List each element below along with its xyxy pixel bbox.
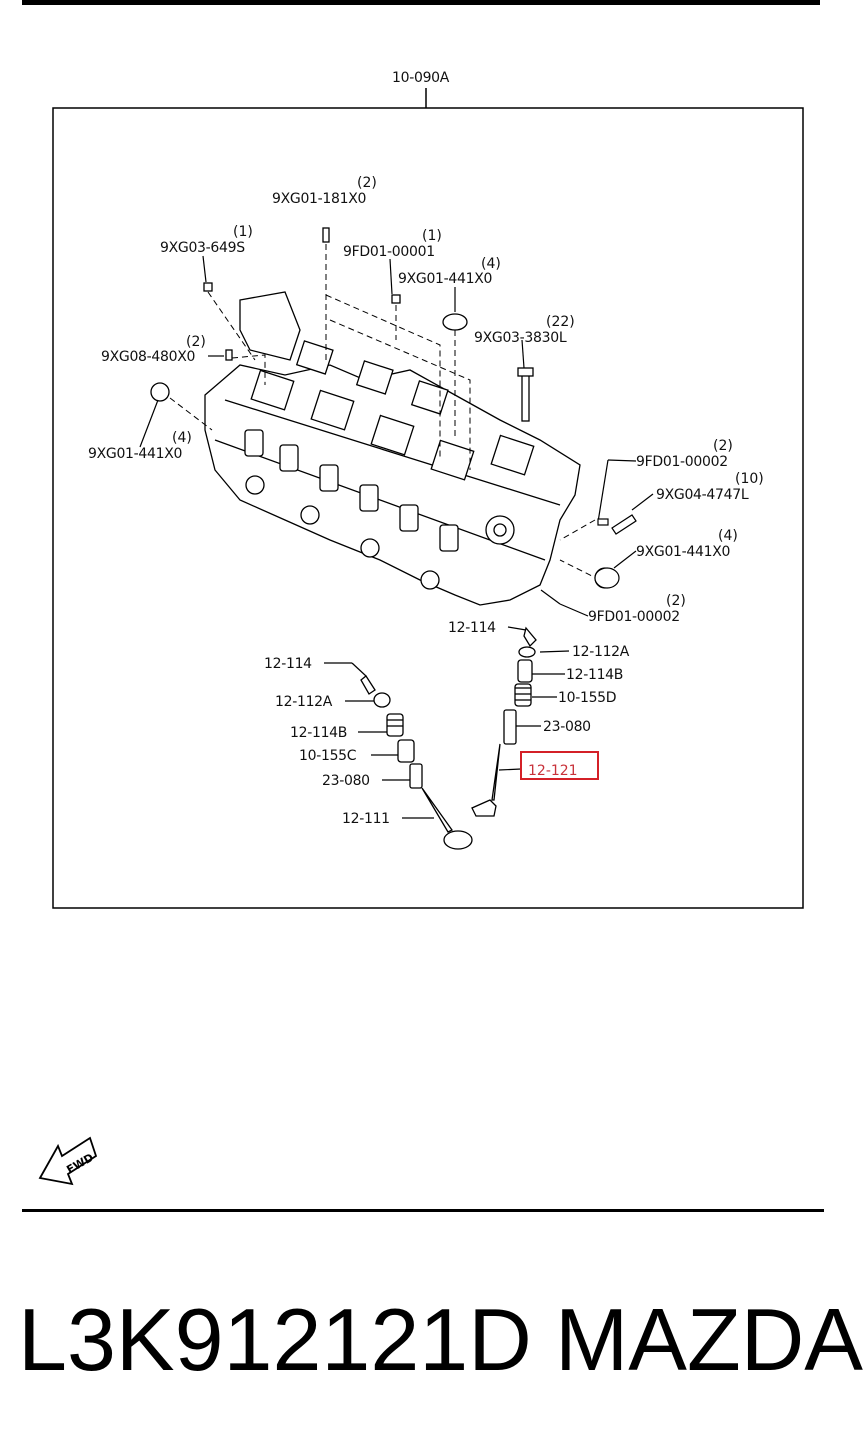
callout-labels: (2) 9XG01-181X0 (1) 9XG03-649S (1) 9FD01… [88, 175, 764, 625]
bolt-icon [594, 514, 637, 589]
callout-part: 9XG01-441X0 [636, 544, 730, 560]
valve-part-label: 10-155C [299, 748, 357, 764]
valve-part-label: 12-112A [572, 644, 630, 660]
valve-left-illustration [360, 675, 473, 850]
valve-part-label: 23-080 [543, 719, 591, 735]
callout-part: 9FD01-00002 [588, 609, 680, 625]
callout-part: 9FD01-00001 [343, 244, 435, 260]
callout-qty: (10) [735, 471, 764, 487]
cylinder-head-illustration [150, 227, 616, 606]
callout-part: 9XG01-441X0 [88, 446, 182, 462]
fwd-arrow-icon: FWD [38, 1136, 98, 1186]
valve-part-label: 12-114B [566, 667, 623, 683]
assembly-label: 10-090A [392, 70, 450, 86]
callout-leaders [139, 255, 654, 617]
callout-part: 9XG04-4747L [656, 487, 749, 503]
callout-part: 9XG03-3830L [474, 330, 567, 346]
callout-part: 9XG03-649S [160, 240, 245, 256]
brand-name: MAZDA [555, 1290, 863, 1389]
valve-right-leaders [498, 626, 570, 771]
callout-part: 9XG08-480X0 [101, 349, 195, 365]
callout-qty: (1) [233, 224, 253, 240]
valve-left-labels: 12-114 12-112A 12-114B 10-155C 23-080 12… [264, 656, 390, 827]
valve-part-label: 12-112A [275, 694, 333, 710]
valve-left-leaders [324, 662, 434, 819]
callout-qty: (22) [546, 314, 575, 330]
callout-part: 9XG01-181X0 [272, 191, 366, 207]
valve-right-labels: 12-114 12-112A 12-114B 10-155D 23-080 [448, 620, 630, 735]
valve-part-label: 12-111 [342, 811, 390, 827]
callout-qty: (2) [666, 593, 686, 609]
callout-qty: (2) [357, 175, 377, 191]
callout-part: 9FD01-00002 [636, 454, 728, 470]
callout-qty: (4) [481, 256, 501, 272]
valve-part-label: 12-114B [290, 725, 347, 741]
callout-qty: (4) [172, 430, 192, 446]
callout-part: 9XG01-441X0 [398, 271, 492, 287]
highlighted-part-label: 12-121 [528, 763, 578, 779]
valve-right-illustration [471, 626, 537, 817]
valve-part-label: 10-155D [558, 690, 616, 706]
top-rule [22, 0, 820, 5]
valve-part-label: 12-114 [448, 620, 496, 636]
bottom-rule [22, 1209, 824, 1212]
callout-qty: (2) [713, 438, 733, 454]
highlight-box [520, 751, 599, 780]
valve-part-label: 23-080 [322, 773, 370, 789]
callout-qty: (2) [186, 334, 206, 350]
valve-part-label: 12-114 [264, 656, 312, 672]
part-number: L3K912121D [18, 1290, 532, 1389]
callout-qty: (4) [718, 528, 738, 544]
dashed-guides [169, 244, 601, 581]
callout-qty: (1) [422, 228, 442, 244]
diagram-frame [52, 107, 804, 909]
